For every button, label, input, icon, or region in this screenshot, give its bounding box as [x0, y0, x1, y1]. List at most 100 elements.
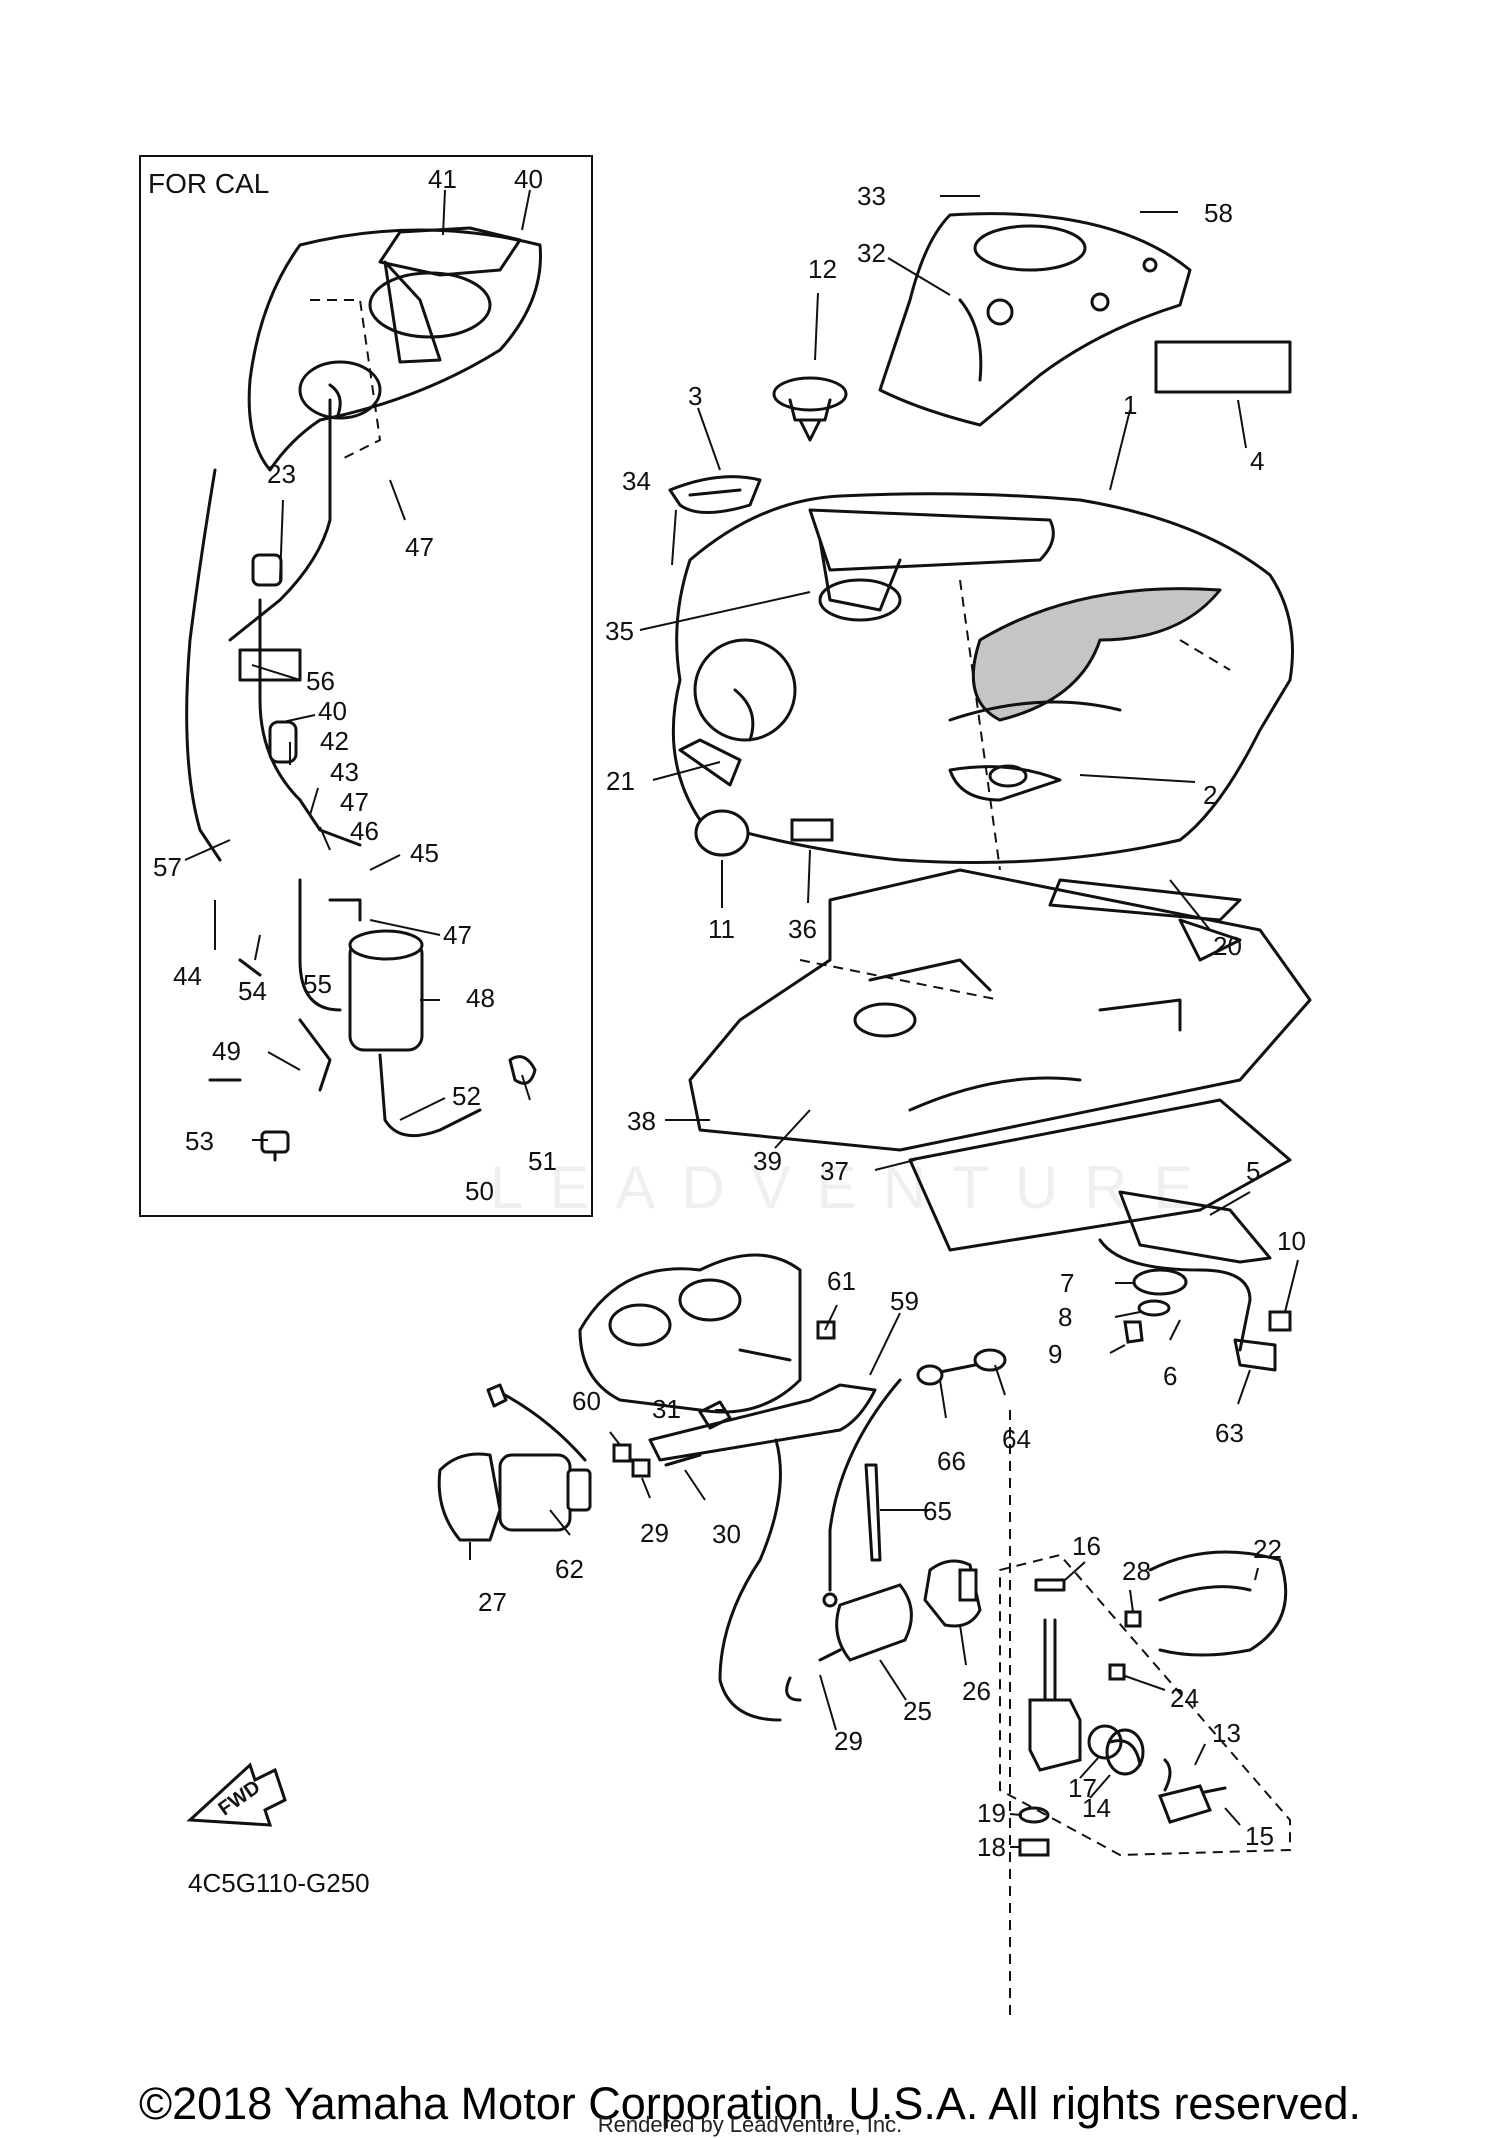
- callout-24: 24: [1170, 1683, 1199, 1713]
- fuel-filter-holder: [923, 1559, 982, 1628]
- callout-31: 31: [652, 1394, 681, 1424]
- callout-23: 23: [267, 459, 296, 489]
- fuel-pipe: [648, 1383, 877, 1722]
- callout-12: 12: [808, 254, 837, 284]
- callout-13: 13: [1212, 1718, 1241, 1748]
- callout-63: 63: [1215, 1418, 1244, 1448]
- callout-42: 42: [320, 726, 349, 756]
- throttle-cable: [822, 1348, 1007, 1608]
- clamps-and-hoses: [612, 1320, 836, 1478]
- fuel-pump: [437, 1383, 592, 1542]
- callout-38: 38: [627, 1106, 656, 1136]
- callout-58: 58: [1204, 198, 1233, 228]
- callout-7: 7: [1060, 1268, 1074, 1298]
- callout-48: 48: [466, 983, 495, 1013]
- callout-37: 37: [820, 1156, 849, 1186]
- callout-39: 39: [753, 1146, 782, 1176]
- callout-25: 25: [903, 1696, 932, 1726]
- callout-28: 28: [1122, 1556, 1151, 1586]
- callout-57: 57: [153, 852, 182, 882]
- side-cover-and-damper: [678, 738, 1242, 922]
- callout-47: 47: [405, 532, 434, 562]
- callout-35: 35: [605, 616, 634, 646]
- fuel-hose-right: [1108, 1550, 1288, 1681]
- callout-17: 17: [1068, 1773, 1097, 1803]
- callout-54: 54: [238, 976, 267, 1006]
- copyright-notice: ©2018 Yamaha Motor Corporation, U.S.A. A…: [138, 2078, 1362, 2129]
- callout-26: 26: [962, 1676, 991, 1706]
- callout-30: 30: [712, 1519, 741, 1549]
- callout-53: 53: [185, 1126, 214, 1156]
- callout-labels: 41 40 23 47 56 40 42 43 47 46 45 57 47 4…: [153, 164, 1306, 1862]
- callout-34: 34: [622, 466, 651, 496]
- callout-18: 18: [977, 1832, 1006, 1862]
- emblem-sticker: [1154, 340, 1292, 394]
- callout-22: 22: [1253, 1534, 1282, 1564]
- callout-59: 59: [890, 1286, 919, 1316]
- callout-56: 56: [306, 666, 335, 696]
- callout-29: 29: [834, 1726, 863, 1756]
- callout-43: 43: [330, 757, 359, 787]
- inset-tank-shape: [247, 226, 542, 472]
- callout-44: 44: [173, 961, 202, 991]
- callout-33: 33: [857, 181, 886, 211]
- callout-2: 2: [1203, 780, 1217, 810]
- tank-cover: [878, 212, 1192, 427]
- lower-protector: [908, 1098, 1292, 1252]
- callout-41: 41: [428, 164, 457, 194]
- callout-61: 61: [827, 1266, 856, 1296]
- fwd-arrow-icon: FWD: [186, 1762, 287, 1827]
- callout-20: 20: [1213, 931, 1242, 961]
- callout-8: 8: [1058, 1302, 1072, 1332]
- inset-title: FOR CAL: [148, 168, 269, 199]
- fuel-cock: [999, 1410, 1291, 2020]
- callout-60: 60: [572, 1386, 601, 1416]
- callout-64: 64: [1002, 1424, 1031, 1454]
- callout-40: 40: [514, 164, 543, 194]
- callout-65: 65: [923, 1496, 952, 1526]
- callout-29: 29: [640, 1518, 669, 1548]
- callout-47: 47: [443, 920, 472, 950]
- callout-52: 52: [452, 1081, 481, 1111]
- callout-55: 55: [303, 969, 332, 999]
- callout-4: 4: [1250, 446, 1264, 476]
- fuel-filter: [785, 1583, 913, 1702]
- callout-51: 51: [528, 1146, 557, 1176]
- callout-10: 10: [1277, 1226, 1306, 1256]
- inset-canister-assembly: [185, 398, 537, 1162]
- tank-bracket: [1098, 1190, 1292, 1372]
- inset-frame: FOR CAL: [139, 155, 593, 1217]
- callout-15: 15: [1245, 1821, 1274, 1851]
- callout-40: 40: [318, 696, 347, 726]
- callout-45: 45: [410, 838, 439, 868]
- callout-21: 21: [606, 766, 635, 796]
- fuel-tank: [671, 492, 1294, 871]
- throttle-body-assembly: [578, 1253, 802, 1414]
- callout-9: 9: [1048, 1339, 1062, 1369]
- callout-6: 6: [1163, 1361, 1177, 1391]
- callout-46: 46: [350, 816, 379, 846]
- callout-62: 62: [555, 1554, 584, 1584]
- callout-47: 47: [340, 787, 369, 817]
- callout-49: 49: [212, 1036, 241, 1066]
- leader-lines: [184, 189, 1299, 1848]
- watermark-text: LEADVENTURE: [490, 1154, 1219, 1221]
- heat-protector: [688, 868, 1312, 1152]
- callout-32: 32: [857, 238, 886, 268]
- callout-3: 3: [688, 381, 702, 411]
- fuel-cap: [772, 376, 848, 442]
- cable-tie: [864, 1463, 882, 1562]
- callout-14: 14: [1082, 1793, 1111, 1823]
- callout-1: 1: [1123, 390, 1137, 420]
- callout-27: 27: [478, 1587, 507, 1617]
- rendered-by-note: Rendered by LeadVenture, Inc.: [597, 2112, 903, 2137]
- callout-5: 5: [1246, 1156, 1260, 1186]
- callout-11: 11: [708, 914, 735, 944]
- tank-decal: [668, 475, 762, 514]
- callout-16: 16: [1072, 1531, 1101, 1561]
- callout-19: 19: [977, 1798, 1006, 1828]
- callout-66: 66: [937, 1446, 966, 1476]
- callout-36: 36: [788, 914, 817, 944]
- diagram-code: 4C5G110-G250: [188, 1868, 370, 1898]
